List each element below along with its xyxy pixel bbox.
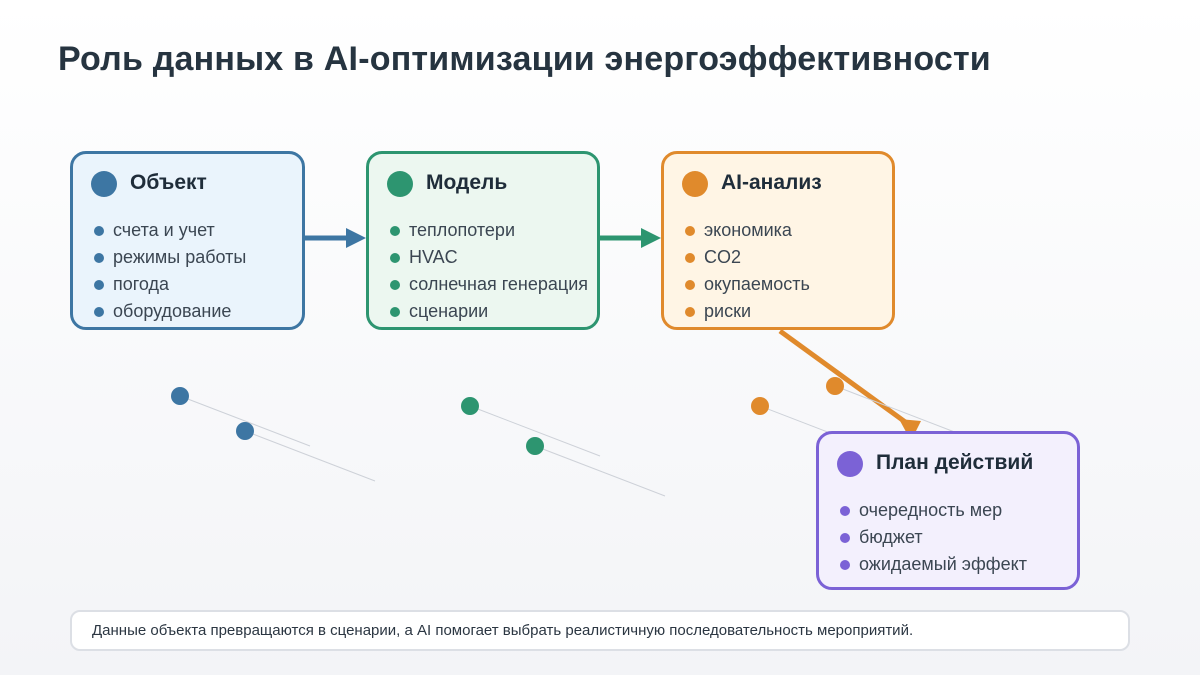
- bullet-icon: [390, 253, 400, 263]
- summary-note-text: Данные объекта превращаются в сценарии, …: [92, 622, 914, 639]
- card-ai-list: экономика CO2 окупаемость риски: [684, 219, 810, 327]
- bullet-icon: [94, 280, 104, 290]
- bullet-icon: [390, 307, 400, 317]
- bullet-icon: [685, 307, 695, 317]
- bullet-icon: [840, 506, 850, 516]
- card-object-header: Объект: [73, 154, 302, 214]
- model-marker-icon: [387, 171, 413, 197]
- card-model: Модель теплопотери HVAC солнечная генера…: [366, 151, 600, 330]
- decor-particles: [171, 377, 966, 497]
- bullet-icon: [685, 226, 695, 236]
- list-item: очередность мер: [839, 499, 1027, 526]
- list-item: CO2: [684, 246, 810, 273]
- bullet-icon: [685, 253, 695, 263]
- list-item: солнечная генерация: [389, 273, 588, 300]
- card-ai-analysis: AI-анализ экономика CO2 окупаемость риск…: [661, 151, 895, 330]
- object-marker-icon: [91, 171, 117, 197]
- card-plan-header: План действий: [819, 434, 1077, 494]
- card-object-list: счета и учет режимы работы погода оборуд…: [93, 219, 246, 327]
- summary-note: Данные объекта превращаются в сценарии, …: [70, 610, 1130, 651]
- list-item: окупаемость: [684, 273, 810, 300]
- bullet-icon: [94, 307, 104, 317]
- bullet-icon: [685, 280, 695, 290]
- card-ai-title: AI-анализ: [721, 171, 822, 194]
- card-action-plan: План действий очередность мер бюджет ожи…: [816, 431, 1080, 590]
- card-model-header: Модель: [369, 154, 597, 214]
- list-item: HVAC: [389, 246, 588, 273]
- list-item: оборудование: [93, 300, 246, 327]
- list-item: погода: [93, 273, 246, 300]
- arrow-model-to-ai: [600, 228, 661, 248]
- card-object: Объект счета и учет режимы работы погода…: [70, 151, 305, 330]
- ai-marker-icon: [682, 171, 708, 197]
- card-model-list: теплопотери HVAC солнечная генерация сце…: [389, 219, 588, 327]
- list-item: экономика: [684, 219, 810, 246]
- card-plan-list: очередность мер бюджет ожидаемый эффект: [839, 499, 1027, 580]
- arrow-object-to-model: [305, 228, 366, 248]
- list-item: счета и учет: [93, 219, 246, 246]
- bullet-icon: [840, 533, 850, 543]
- list-item: риски: [684, 300, 810, 327]
- card-plan-title: План действий: [876, 451, 1034, 474]
- card-object-title: Объект: [130, 171, 207, 194]
- list-item: теплопотери: [389, 219, 588, 246]
- list-item: ожидаемый эффект: [839, 553, 1027, 580]
- page-title: Роль данных в AI-оптимизации энергоэффек…: [58, 40, 991, 78]
- list-item: сценарии: [389, 300, 588, 327]
- bullet-icon: [390, 226, 400, 236]
- card-model-title: Модель: [426, 171, 508, 194]
- bullet-icon: [94, 253, 104, 263]
- bullet-icon: [390, 280, 400, 290]
- plan-marker-icon: [837, 451, 863, 477]
- bullet-icon: [840, 560, 850, 570]
- list-item: бюджет: [839, 526, 1027, 553]
- arrow-ai-to-plan: [778, 328, 921, 441]
- list-item: режимы работы: [93, 246, 246, 273]
- card-ai-header: AI-анализ: [664, 154, 892, 214]
- bullet-icon: [94, 226, 104, 236]
